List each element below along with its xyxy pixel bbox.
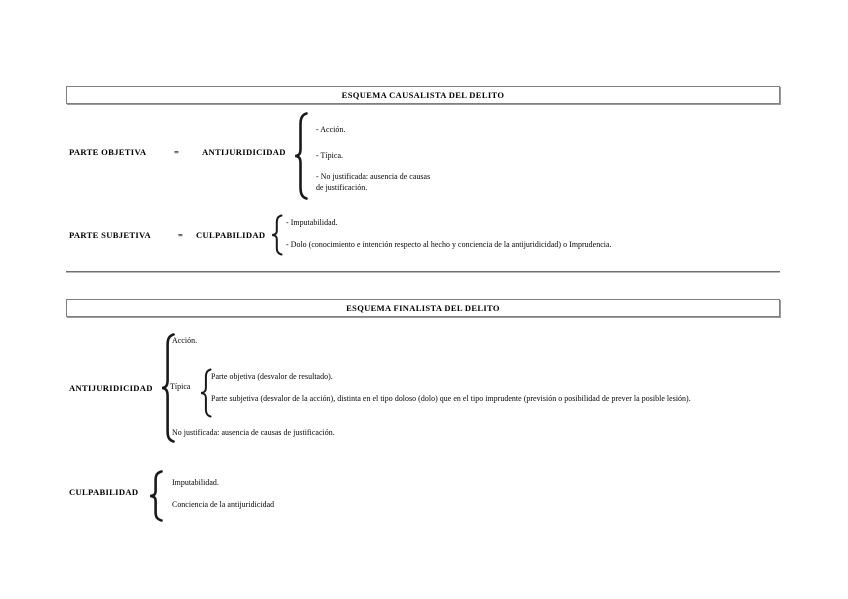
item-accion-finalista: Acción. (172, 336, 198, 345)
label-antijuridicidad-causalista: ANTIJURIDICIDAD (202, 147, 286, 157)
label-tipica-finalista: Típica (170, 382, 191, 391)
item-tipica-causalista: - Típica. (316, 151, 344, 160)
section-divider (66, 271, 780, 272)
item-dolo-causalista: - Dolo (conocimiento e intención respect… (286, 240, 612, 249)
brace-culpabilidad-finalista (149, 470, 163, 522)
item-parte-subjetiva-finalista: Parte subjetiva (desvalor de la acción),… (211, 394, 691, 403)
item-no-justificada-causalista-line1: - No justificada: ausencia de causas (316, 172, 431, 181)
item-no-justificada-finalista: No justificada: ausencia de causas de ju… (172, 428, 335, 437)
brace-culpabilidad-causalista (271, 214, 283, 256)
section-title-box-finalista: ESQUEMA FINALISTA DEL DELITO (66, 299, 780, 317)
section-title-causalista: ESQUEMA CAUSALISTA DEL DELITO (341, 89, 505, 100)
label-culpabilidad-finalista: CULPABILIDAD (69, 487, 139, 497)
label-parte-subjetiva: PARTE SUBJETIVA (69, 230, 151, 240)
brace-tipica-finalista (200, 368, 212, 418)
equals-sign-2: = (178, 230, 184, 240)
brace-antijuridicidad-causalista (294, 112, 308, 200)
item-no-justificada-causalista-line2: de justificación. (316, 183, 368, 192)
item-imputabilidad-causalista: - Imputabilidad. (286, 218, 338, 227)
section-title-box-causalista: ESQUEMA CAUSALISTA DEL DELITO (66, 86, 780, 104)
item-accion-causalista: - Acción. (316, 125, 346, 134)
label-antijuridicidad-finalista: ANTIJURIDICIDAD (69, 383, 153, 393)
section-title-finalista: ESQUEMA FINALISTA DEL DELITO (346, 302, 500, 313)
item-imputabilidad-finalista: Imputabilidad. (172, 478, 219, 487)
brace-antijuridicidad-finalista (161, 333, 175, 443)
item-parte-objetiva-finalista: Parte objetiva (desvalor de resultado). (211, 372, 333, 381)
label-culpabilidad-causalista: CULPABILIDAD (196, 230, 266, 240)
equals-sign-1: = (174, 147, 180, 157)
item-conciencia-finalista: Conciencia de la antijuridicidad (172, 500, 275, 509)
label-parte-objetiva: PARTE OBJETIVA (69, 147, 147, 157)
